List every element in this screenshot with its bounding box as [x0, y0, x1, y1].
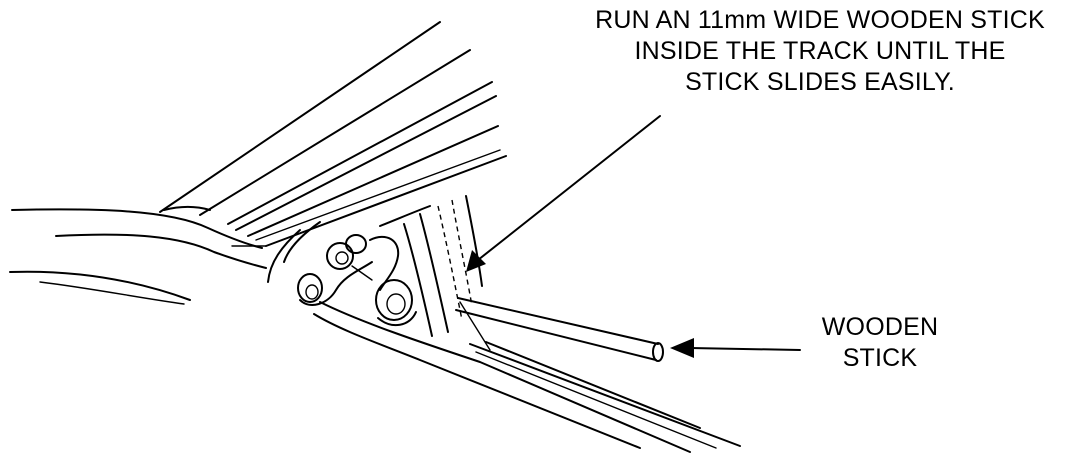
track-instruction-line-1: RUN AN 11mm WIDE WOODEN STICK: [595, 6, 1045, 34]
wooden-stick-callout: WOODEN STICK: [800, 312, 960, 374]
track-instruction-line-3: STICK SLIDES EASILY.: [685, 68, 955, 96]
track-instruction-callout: RUN AN 11mm WIDE WOODEN STICK INSIDE THE…: [560, 5, 1080, 98]
stick-leader-arrow: [670, 338, 801, 358]
junction-curves: [267, 205, 431, 283]
wooden-stick-label-line-1: WOODEN: [821, 313, 939, 341]
lower-track: [313, 301, 741, 453]
wooden-stick: [455, 297, 664, 362]
track-instruction-line-2: INSIDE THE TRACK UNTIL THE: [634, 37, 1006, 65]
regulator-clips: [297, 234, 417, 327]
track-leader-arrow: [466, 115, 661, 272]
window-channel: [403, 195, 483, 337]
body-panel-lines: [9, 206, 267, 305]
upper-frame-lines: [159, 21, 507, 247]
wooden-stick-label-line-2: STICK: [842, 344, 918, 372]
